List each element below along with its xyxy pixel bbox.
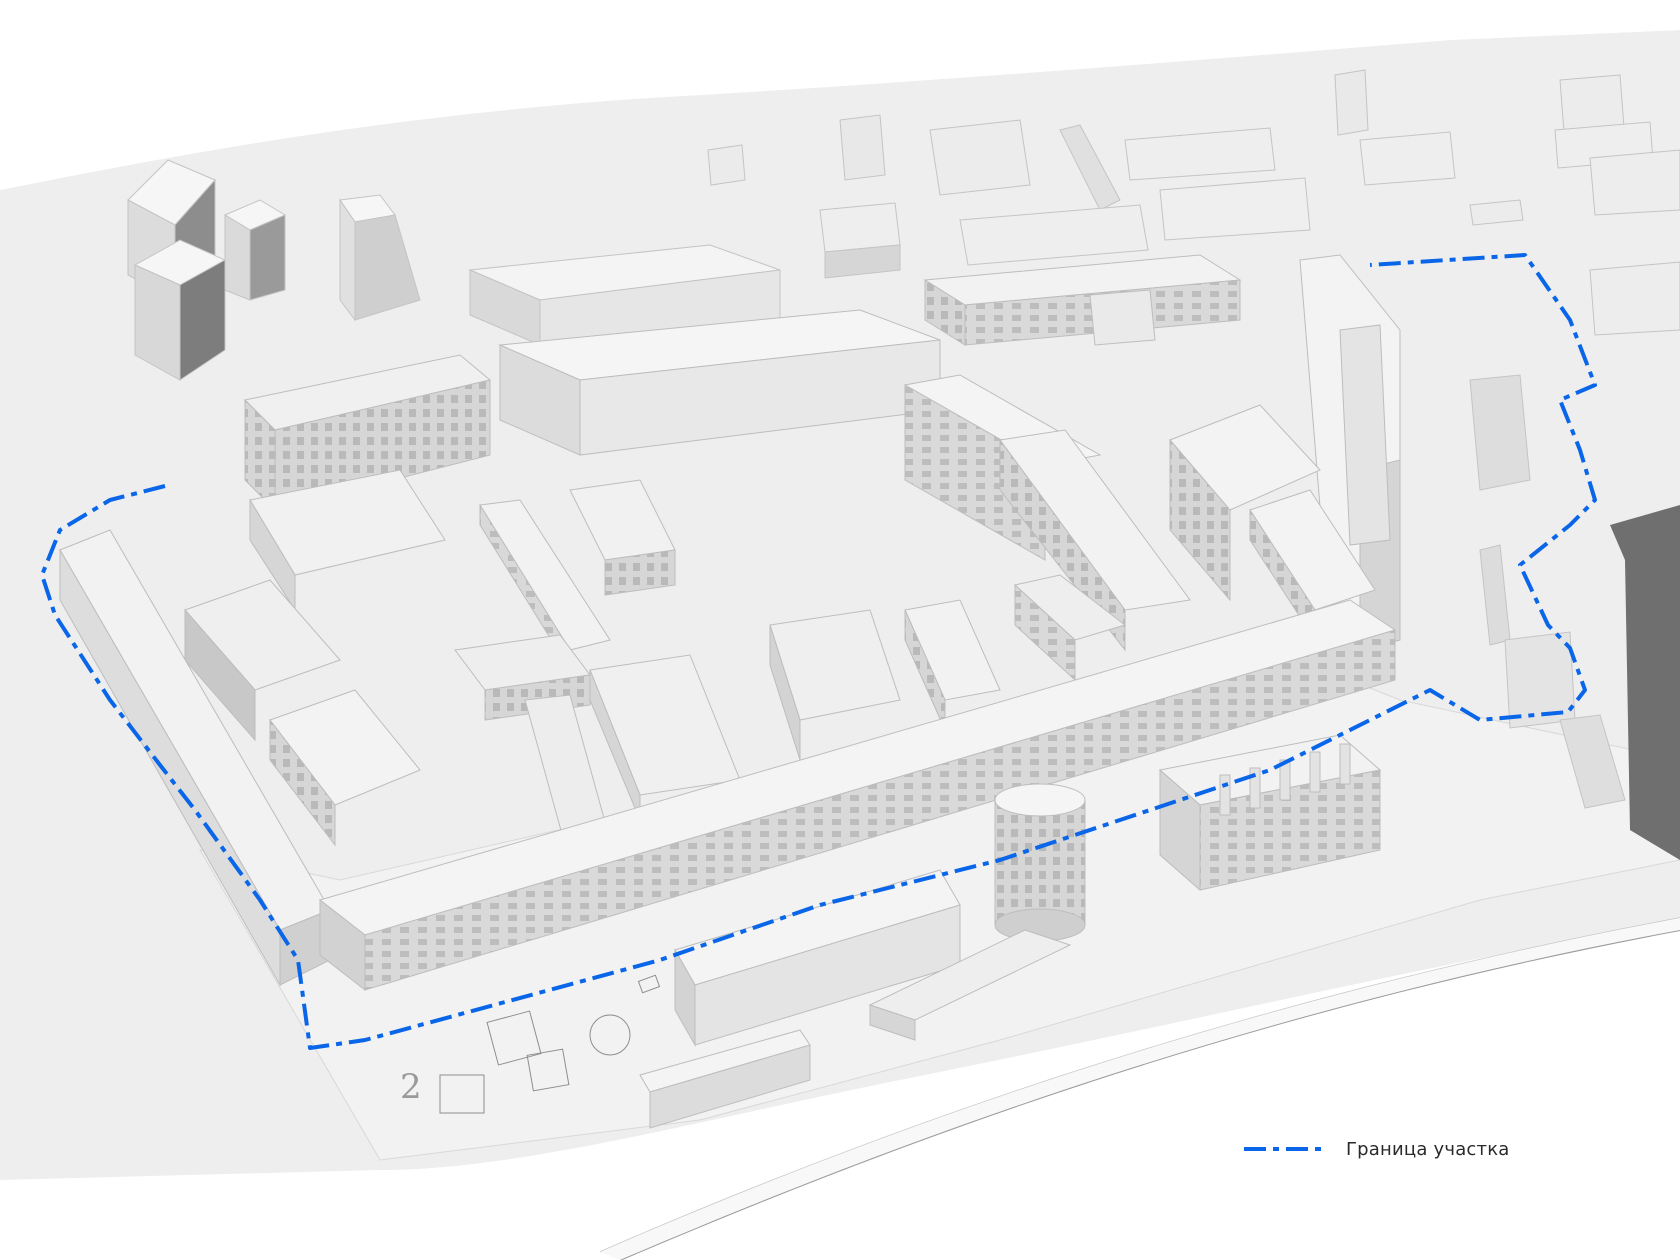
terrain-highlight bbox=[0, 0, 1680, 190]
legend-dash-dot-line-icon bbox=[1244, 1147, 1324, 1151]
legend-label: Граница участка bbox=[1346, 1138, 1510, 1160]
background-buildings bbox=[127, 69, 1680, 860]
chimneys bbox=[1219, 743, 1351, 816]
ground-objects bbox=[439, 974, 661, 1114]
site-buildings bbox=[59, 254, 1401, 1129]
site-boundary bbox=[40, 253, 1597, 1050]
legend: Граница участка bbox=[1244, 1136, 1544, 1162]
rotunda-tower bbox=[994, 799, 1086, 926]
ground-marking-number: 2 bbox=[400, 1067, 422, 1107]
